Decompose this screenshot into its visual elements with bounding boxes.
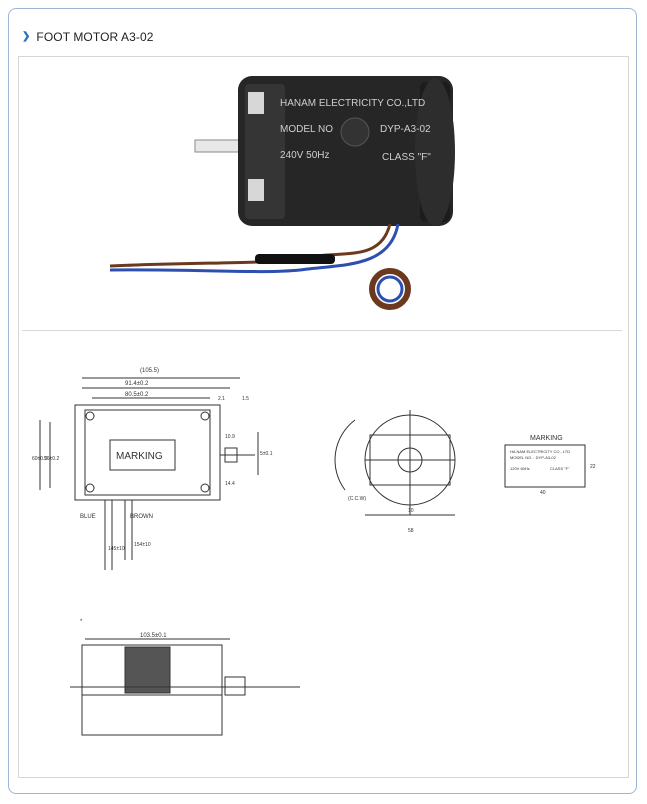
- dim-14: 14.4: [225, 481, 235, 487]
- dim-total: (105.5): [140, 368, 159, 374]
- side-view-drawing: (C.C.W) 58 10: [334, 410, 456, 534]
- dim-2-1: 2.1: [218, 396, 225, 402]
- photo-text-line3-right: CLASS "F": [382, 152, 431, 163]
- page-title: FOOT MOTOR A3-02: [36, 30, 154, 44]
- chevron-right-icon: ❯: [22, 31, 31, 42]
- motor-hub: [340, 117, 370, 147]
- motor-body: [238, 76, 453, 226]
- rotation-label: (C.C.W): [348, 496, 366, 502]
- wire-label-brown: BROWN: [130, 514, 153, 520]
- marking-dim-40: 40: [540, 490, 546, 496]
- dim-side-10: 10: [408, 508, 414, 514]
- photo-text-line1: HANAM ELECTRICITY CO.,LTD: [280, 98, 425, 109]
- wire-label-blue: BLUE: [80, 514, 96, 520]
- dim-56: 56±0.2: [44, 456, 59, 462]
- marking-line4: CLASS "F": [550, 466, 570, 471]
- photo-text-line2-right: DYP-A3-02: [380, 124, 431, 135]
- dim-1-5: 1.5: [242, 396, 249, 402]
- section-header: ❯ FOOT MOTOR A3-02: [22, 29, 154, 45]
- motor-photo: HANAM ELECTRICITY CO.,LTD MODEL NO DYP-A…: [109, 76, 455, 310]
- dim-58: 58: [408, 528, 414, 534]
- wire-length-a: 145±10: [108, 546, 125, 552]
- marking-line2: MODEL NO. : DYP-A3-02: [510, 455, 557, 460]
- marking-line1: HA NAM ELECTRICITY CO., LTD: [510, 449, 570, 454]
- wire-blue: [109, 223, 400, 274]
- front-view-drawing: (105.5) 91.4±0.2 80.5±0.2 1.5 2.1 10.9 1…: [32, 368, 273, 570]
- dim-80: 80.5±0.2: [125, 392, 149, 398]
- section-divider: [22, 330, 622, 331]
- marking-title: MARKING: [530, 435, 563, 442]
- marking-line3: 120V 60Hz: [510, 466, 530, 471]
- wire-coil: [369, 268, 411, 310]
- marking-dim-22: 22: [590, 464, 596, 470]
- dim-5: 5±0.1: [260, 451, 273, 457]
- marking-text: MARKING: [116, 451, 163, 462]
- dim-10: 10.9: [225, 434, 235, 440]
- wire-brown: [109, 223, 392, 268]
- section-note: *: [80, 619, 83, 625]
- dim-103: 103.5±0.1: [140, 633, 167, 639]
- marking-label-drawing: MARKING HA NAM ELECTRICITY CO., LTD MODE…: [504, 435, 596, 496]
- section-view-drawing: * 103.5±0.1: [70, 619, 300, 736]
- wire-length-b: 154±10: [134, 542, 151, 548]
- photo-text-line2-left: MODEL NO: [280, 124, 333, 135]
- photo-text-line3-left: 240V 50Hz: [280, 150, 329, 161]
- dim-60: 60±0.2: [32, 456, 47, 462]
- dim-91: 91.4±0.2: [125, 381, 149, 387]
